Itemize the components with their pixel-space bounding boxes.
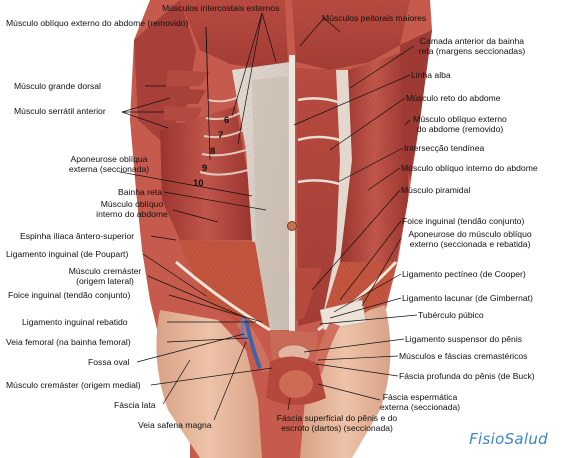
label-fascia-superficial-line2: escroto (dartos) (seccionada) <box>281 423 393 433</box>
spermatic-cord-right <box>312 322 340 374</box>
umbilicus <box>287 221 297 231</box>
label-aponeurose-obliqua: Aponeurose oblíqua externa (seccionada) <box>54 154 164 174</box>
label-aponeurose-musculo-obliquo-line1: Aponeurose do músculo oblíquo <box>408 229 532 239</box>
label-ligamento-rebatido: Ligamento inguinal rebatido <box>22 317 128 327</box>
label-foice-inguinal-left: Foice inguinal (tendão conjunto) <box>8 290 131 300</box>
label-serratil-anterior: Músculo serrátil anterior <box>14 106 106 116</box>
reflected-aponeurosis <box>319 299 367 331</box>
label-fascia-profunda: Fáscia profunda do pênis (de Buck) <box>399 371 535 381</box>
label-fascia-superficial: Fáscia superficial do pênis e do escroto… <box>262 413 412 433</box>
label-grande-dorsal: Músculo grande dorsal <box>14 81 101 91</box>
brand-watermark: FisioSalud <box>469 430 548 448</box>
label-peitorais-maiores: Músculos peitorais maiores <box>322 13 427 23</box>
label-ligamento-pectineo: Ligamento pectíneo (de Cooper) <box>402 269 526 279</box>
label-espinha-iliaca: Espinha ilíaca ântero-superior <box>20 231 135 241</box>
label-ligamento-inguinal: Ligamento inguinal (de Poupart) <box>6 249 129 259</box>
label-ligamento-suspensor: Ligamento suspensor do pênis <box>405 334 523 344</box>
femoral-vein <box>244 319 262 369</box>
label-cremaster-lateral: Músculo cremáster (origem lateral) <box>62 266 148 286</box>
label-camada-anterior-line1: Camada anterior da bainha <box>419 36 525 46</box>
label-obliquo-externo-right-line1: Músculo oblíquo externo <box>413 114 507 124</box>
label-fossa-oval: Fossa oval <box>88 357 130 367</box>
label-fascia-espermatica-line2: externa (seccionada) <box>379 402 461 412</box>
label-fascia-lata: Fáscia lata <box>114 400 156 410</box>
label-piramidal: Músculo piramidal <box>401 185 471 195</box>
external-oblique-right-edge <box>400 30 432 180</box>
label-interseccao-tendinea: Intersecção tendínea <box>404 143 485 153</box>
tendinous-intersections <box>297 97 341 186</box>
label-obliquo-externo-removido: Músculo oblíquo externo do abdome (remov… <box>6 18 189 28</box>
label-fascia-superficial-line1: Fáscia superficial do pênis e do <box>276 413 398 423</box>
testis-cover <box>279 370 313 398</box>
left-thigh <box>156 310 262 458</box>
label-obliquo-interno-left: Músculo oblíquo interno do abdome <box>92 199 172 219</box>
label-aponeurose-obliqua-line1: Aponeurose oblíqua <box>70 154 148 164</box>
leader-lines <box>119 12 418 421</box>
label-veia-safena: Veia safena magna <box>138 420 212 430</box>
label-cremaster-lateral-line1: Músculo cremáster <box>68 266 142 276</box>
rib-number-8: 8 <box>210 146 216 157</box>
label-veia-femoral: Veia femoral (na bainha femoral) <box>6 337 131 347</box>
rib-number-7: 7 <box>218 130 224 141</box>
label-camada-anterior-line2: reta (margens seccionadas) <box>418 46 526 56</box>
label-ligamento-lacunar: Ligamento lacunar (de Gimbernat) <box>402 293 533 303</box>
rectus-sheath-right <box>322 70 352 322</box>
inguinal-ligament-left <box>175 260 271 332</box>
rectus-sheath-left <box>252 76 288 320</box>
rib-number-9: 9 <box>202 163 208 174</box>
label-fascia-espermatica-line1: Fáscia espermática <box>382 392 458 402</box>
pyramidalis <box>296 268 322 320</box>
label-foice-inguinal-right: Foice inguinal (tendão conjunto) <box>402 216 525 226</box>
linea-alba <box>289 55 295 335</box>
label-tuberculo-pubico: Tubérculo púbico <box>418 310 484 320</box>
label-obliquo-interno-left-line1: Músculo oblíquo <box>100 199 164 209</box>
label-camada-anterior: Camada anterior da bainha reta (margens … <box>412 36 532 56</box>
right-thigh <box>300 305 391 458</box>
label-cremastericos: Músculos e fáscias cremastéricos <box>399 351 528 361</box>
label-cremaster-medial: Músculo cremáster (origem medial) <box>6 380 141 390</box>
label-fascia-espermatica: Fáscia espermática externa (seccionada) <box>372 392 468 412</box>
label-reto-abdome: Músculo reto do abdome <box>406 93 501 103</box>
label-aponeurose-musculo-obliquo: Aponeurose do músculo oblíquo externo (s… <box>400 229 540 249</box>
rib-number-6: 6 <box>224 115 230 126</box>
label-linha-alba: Linha alba <box>411 70 451 80</box>
label-bainha-reta: Bainha reta <box>118 187 162 197</box>
label-intercostais-externos: Músculos intercostais externos <box>162 3 280 13</box>
label-cremaster-lateral-line2: (origem lateral) <box>76 276 134 286</box>
rib-number-10: 10 <box>193 178 204 189</box>
label-obliquo-externo-right: Músculo oblíquo externo do abdome (remov… <box>404 114 516 134</box>
label-obliquo-externo-right-line2: do abdome (removido) <box>416 124 504 134</box>
label-aponeurose-musculo-obliquo-line2: externo (seccionada e rebatida) <box>409 239 531 249</box>
label-obliquo-interno-right: Músculo oblíquo interno do abdome <box>401 163 538 173</box>
label-obliquo-interno-left-line2: interno do abdome <box>96 209 168 219</box>
label-aponeurose-obliqua-line2: externa (seccionada) <box>68 164 150 174</box>
